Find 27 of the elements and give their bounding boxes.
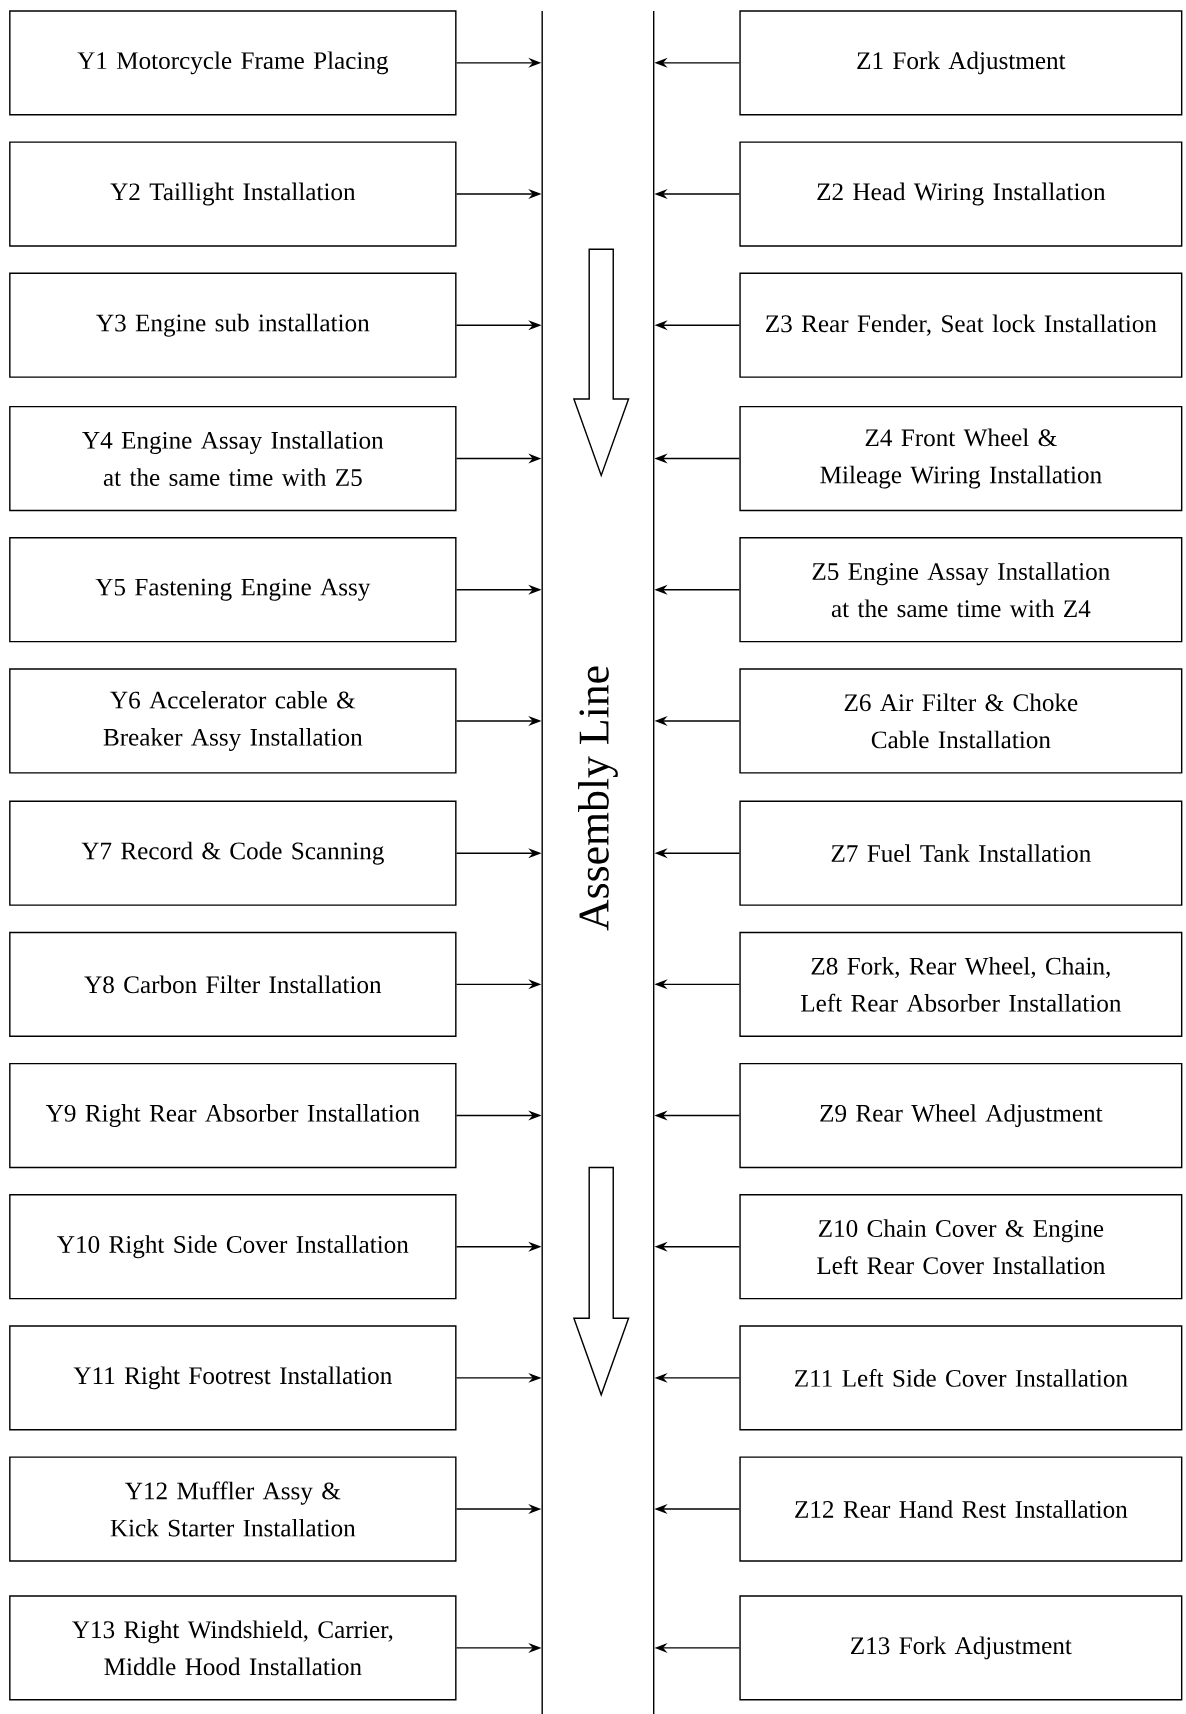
assembly-line-band: Assembly Line — [541, 10, 655, 1714]
process-box: Y4 Engine Assay Installation at the same time with Z5 — [9, 405, 457, 512]
process-box: Y10 Right Side Cover Installation — [9, 1194, 457, 1300]
process-box: Z5 Engine Assay Installation at the same time with Z4 — [739, 537, 1183, 643]
process-box: Z10 Chain Cover & Engine Left Rear Cover Installation — [739, 1194, 1183, 1300]
process-box: Y2 Taillight Installation — [9, 141, 457, 247]
process-box: Y9 Right Rear Absorber Installation — [9, 1062, 457, 1169]
process-box: Z4 Front Wheel & Mileage Wiring Installation — [739, 405, 1183, 512]
process-box: Y12 Muffler Assy & Kick Starter Installation — [9, 1456, 457, 1562]
process-box: Z3 Rear Fender, Seat lock Installation — [739, 272, 1183, 378]
process-box: Z13 Fork Adjustment — [739, 1595, 1183, 1701]
process-box: Z2 Head Wiring Installation — [739, 141, 1183, 247]
process-box: Z7 Fuel Tank Installation — [739, 800, 1183, 906]
process-box: Y11 Right Footrest Installation — [9, 1325, 457, 1431]
process-box: Z1 Fork Adjustment — [739, 10, 1183, 116]
process-box: Z6 Air Filter & Choke Cable Installation — [739, 668, 1183, 774]
process-box: Z11 Left Side Cover Installation — [739, 1325, 1183, 1431]
process-box: Z12 Rear Hand Rest Installation — [739, 1456, 1183, 1562]
process-box: Y7 Record & Code Scanning — [9, 800, 457, 906]
process-box: Y8 Carbon Filter Installation — [9, 931, 457, 1037]
process-box: Y5 Fastening Engine Assy — [9, 537, 457, 643]
process-box: Y6 Accelerator cable & Breaker Assy Installation — [9, 668, 457, 774]
process-box: Z8 Fork, Rear Wheel, Chain, Left Rear Absorber Installation — [739, 931, 1183, 1037]
process-box: Z9 Rear Wheel Adjustment — [739, 1062, 1183, 1169]
process-box: Y13 Right Windshield, Carrier, Middle Hood Installation — [9, 1595, 457, 1701]
process-box: Y3 Engine sub installation — [9, 272, 457, 378]
process-box: Y1 Motorcycle Frame Placing — [9, 10, 457, 116]
